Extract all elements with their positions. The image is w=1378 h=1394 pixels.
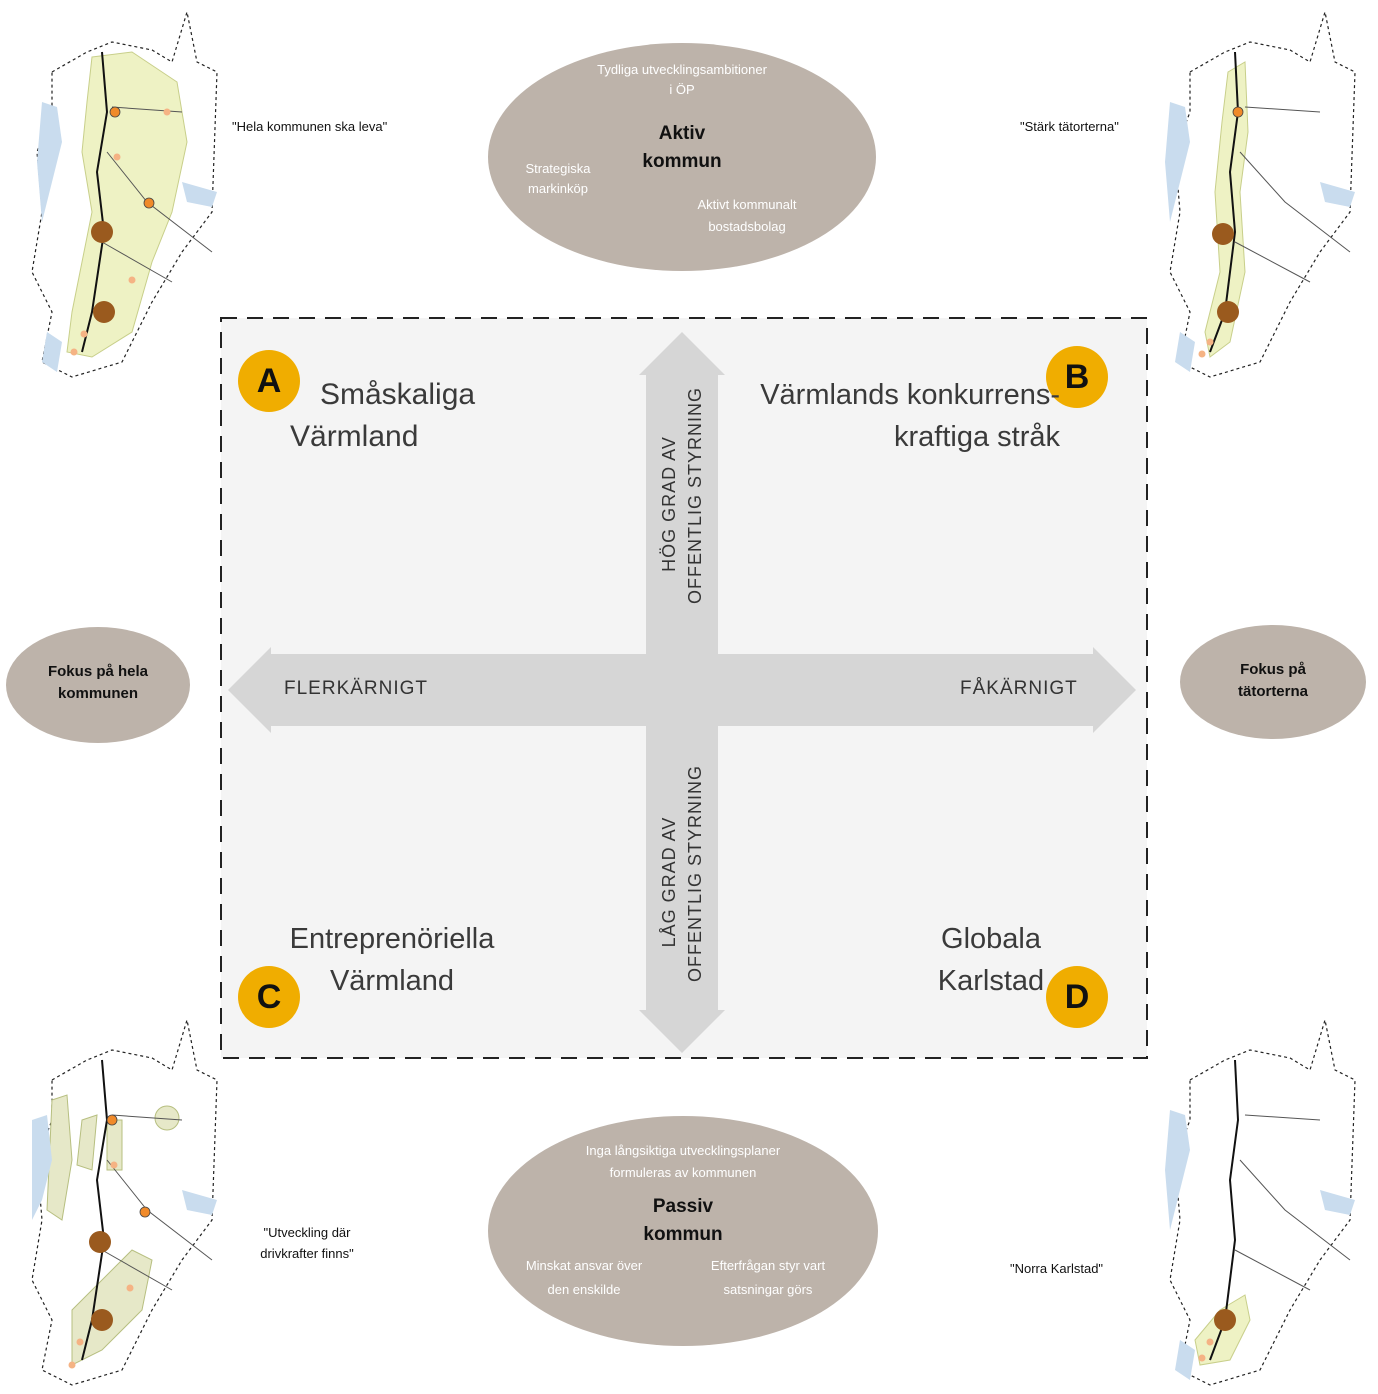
quote-bottom-right: "Norra Karlstad"	[1010, 1261, 1104, 1276]
quadrant-b-title: Värmlands konkurrens- kraftiga stråk	[712, 374, 1060, 458]
bottom-ellipse-line2: formuleras av kommunen	[609, 1165, 757, 1180]
quote-top-right: "Stärk tätorterna"	[1020, 119, 1119, 134]
quadrant-a-title-line1: Småskaliga	[320, 378, 476, 411]
bottom-ellipse-title1: Passiv	[652, 1196, 714, 1217]
badge-a: A	[238, 350, 300, 412]
top-ellipse-left1: Strategiska	[525, 161, 591, 176]
quadrant-c-title-line2: Värmland	[329, 965, 455, 997]
badge-b: B	[1046, 346, 1108, 408]
bottom-ellipse-left1: Minskat ansvar över	[525, 1258, 643, 1273]
axis-label-top: HÖG GRAD AV OFFENTLIG STYRNING	[656, 386, 708, 604]
map-scenario-c	[31, 1020, 218, 1386]
bottom-ellipse-title2: kommun	[643, 1224, 723, 1245]
left-ellipse-line1: Fokus på hela	[47, 663, 149, 680]
right-ellipse-line2: tätorterna	[1237, 683, 1308, 700]
top-ellipse-title2: kommun	[642, 151, 722, 172]
axis-label-top-line2: OFFENTLIG STYRNING	[685, 386, 705, 604]
quadrant-b-title-line1: Värmlands konkurrens-	[760, 379, 1060, 411]
quote-bottom-left: "Utveckling där drivkrafter finns"	[248, 1222, 366, 1264]
active-municipality-ellipse: Tydliga utvecklingsambitioner i ÖP Aktiv…	[488, 43, 876, 271]
left-ellipse-line2: kommunen	[57, 685, 138, 702]
map-scenario-b	[1165, 12, 1356, 378]
bottom-ellipse-line1: Inga långsiktiga utvecklingsplaner	[585, 1143, 781, 1158]
axis-label-bottom: LÅG GRAD AV OFFENTLIG STYRNING	[656, 764, 708, 982]
right-ellipse-line1: Fokus på	[1240, 661, 1306, 678]
quadrant-c-title-line1: Entreprenöriella	[289, 923, 495, 955]
quadrant-a-title-line2: Värmland	[290, 420, 419, 453]
top-ellipse-line1: Tydliga utvecklingsambitioner	[597, 62, 767, 77]
quadrant-a-title: Småskaliga Värmland	[290, 374, 475, 458]
map-scenario-d	[1165, 1020, 1356, 1386]
top-ellipse-title1: Aktiv	[658, 123, 706, 144]
quote-bottom-left-line1: "Utveckling där	[263, 1225, 351, 1240]
top-ellipse-left2: markinköp	[528, 181, 588, 196]
axis-label-bottom-line1: LÅG GRAD AV	[659, 816, 679, 948]
bottom-ellipse-right2: satsningar görs	[723, 1282, 813, 1297]
bottom-ellipse-left2: den enskilde	[547, 1282, 621, 1297]
passive-municipality-ellipse: Inga långsiktiga utvecklingsplaner formu…	[488, 1116, 878, 1346]
focus-urban-areas-ellipse: Fokus på tätorterna	[1180, 625, 1366, 739]
map-scenario-a	[31, 12, 218, 378]
axis-label-right: FÅKÄRNIGT	[960, 678, 1078, 699]
axis-label-top-line1: HÖG GRAD AV	[659, 436, 679, 572]
badge-d: D	[1046, 966, 1108, 1028]
quadrant-c-title: Entreprenöriella Värmland	[262, 918, 522, 1002]
axis-label-bottom-line2: OFFENTLIG STYRNING	[685, 764, 705, 982]
top-ellipse-right2: bostadsbolag	[708, 219, 786, 234]
quote-top-left: "Hela kommunen ska leva"	[232, 119, 388, 134]
quadrant-d-title: Globala Karlstad	[906, 918, 1076, 1002]
axis-label-left: FLERKÄRNIGT	[284, 678, 429, 699]
quadrant-d-title-line1: Globala	[941, 923, 1041, 955]
horizontal-arrow	[228, 647, 1136, 733]
quadrant-b-title-line2: kraftiga stråk	[894, 421, 1060, 453]
top-ellipse-line2: i ÖP	[669, 82, 695, 97]
top-ellipse-right1: Aktivt kommunalt	[697, 197, 797, 212]
bottom-ellipse-right1: Efterfrågan styr vart	[710, 1258, 826, 1273]
focus-whole-municipality-ellipse: Fokus på hela kommunen	[6, 627, 190, 743]
quote-bottom-left-line2: drivkrafter finns"	[260, 1246, 354, 1261]
quadrant-d-title-line2: Karlstad	[937, 965, 1045, 997]
badge-c: C	[238, 966, 300, 1028]
